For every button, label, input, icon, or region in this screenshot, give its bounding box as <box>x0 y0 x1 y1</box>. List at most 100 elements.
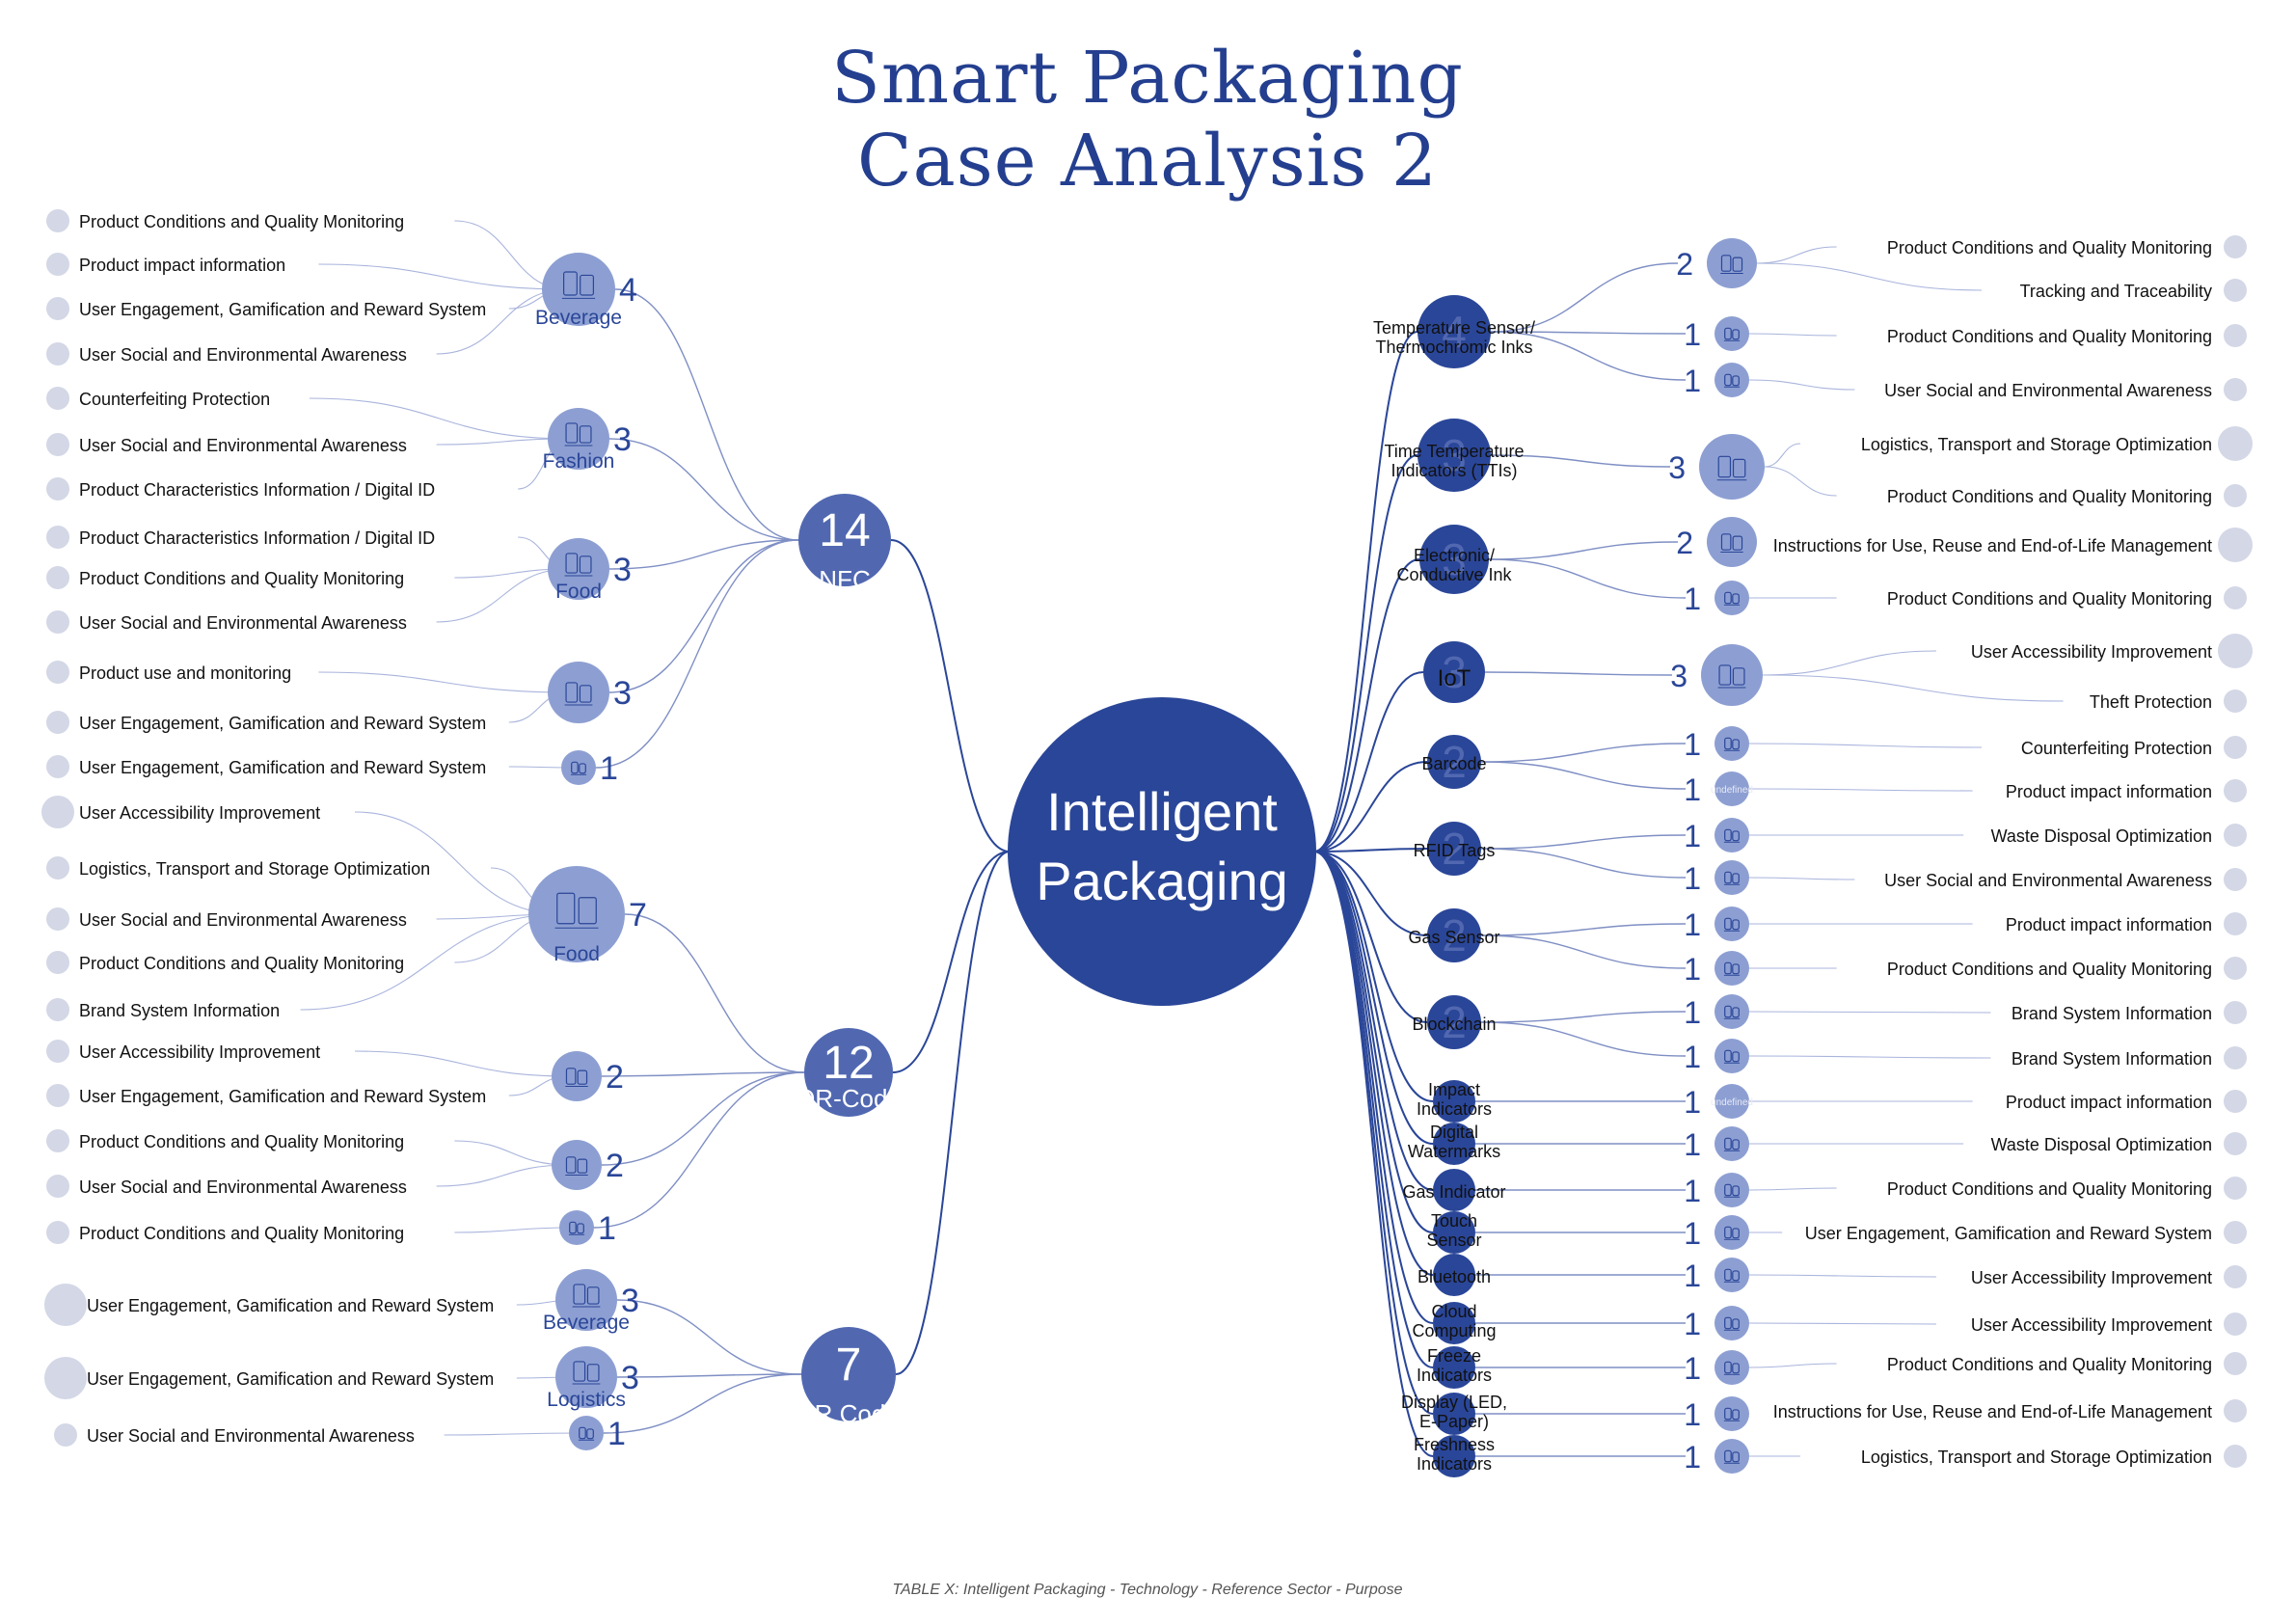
line-sector-to-purpose <box>1764 466 1837 497</box>
purpose-dot <box>2224 1352 2247 1375</box>
tech-node-right <box>1423 641 1485 703</box>
sector-count: 1 <box>1684 819 1701 853</box>
sector-count: 1 <box>1684 1440 1701 1475</box>
sector-node <box>548 538 609 600</box>
tech-label: Bluetooth <box>1418 1267 1491 1286</box>
sector-count: 1 <box>1684 1040 1701 1074</box>
line-purpose-to-sector <box>318 671 570 693</box>
line-center-to-ar code <box>895 851 1011 1375</box>
fashion-icon <box>564 422 593 447</box>
tech-node-right <box>1433 1169 1475 1211</box>
tech-count: 7 <box>836 1340 862 1391</box>
line-sector-to-purpose <box>1756 246 1837 264</box>
sector-count: 3 <box>613 552 632 588</box>
sector-count: 3 <box>1668 450 1686 485</box>
tech-node-right <box>1427 995 1481 1049</box>
sector-node <box>548 662 609 723</box>
sector-node <box>1714 316 1749 351</box>
purpose-label: Product Conditions and Quality Monitorin… <box>79 1132 404 1151</box>
tech-label: QR-Code <box>796 1084 902 1113</box>
line-center-to-tech <box>1313 558 1420 853</box>
tech-count: 3 <box>1442 534 1467 584</box>
tech-label-line-2: E-Paper) <box>1419 1412 1489 1431</box>
sector-node <box>1707 238 1757 288</box>
line-sector-to-purpose <box>1748 1011 1991 1014</box>
tech-label: NFC <box>819 565 870 594</box>
beverage-icon <box>1723 1226 1741 1240</box>
tech-count: 3 <box>1442 430 1467 480</box>
sector-label: Food <box>555 581 602 603</box>
sector-node <box>1701 644 1763 706</box>
undefined-icon: undefined <box>1711 1097 1753 1108</box>
purpose-dot <box>2224 779 2247 802</box>
sector-label: Beverage <box>543 1312 630 1334</box>
line-tech-to-sector <box>1490 454 1671 468</box>
purpose-dot <box>46 1084 69 1107</box>
sector-count: 3 <box>613 421 632 458</box>
purpose-dot <box>46 253 69 276</box>
tech-label-line-2: Watermarks <box>1408 1142 1500 1161</box>
purpose-dot <box>2224 957 2247 980</box>
purpose-label: Product Conditions and Quality Monitorin… <box>79 954 404 973</box>
purpose-label: User Social and Environmental Awareness <box>79 345 407 365</box>
tech-label-line-1: Touch <box>1431 1211 1477 1231</box>
logistics-icon <box>1723 961 1741 976</box>
tech-label-line-2: Indicators (TTIs) <box>1390 461 1517 480</box>
purpose-label: Product impact information <box>2006 915 2212 934</box>
sector-count: 1 <box>1684 1397 1701 1432</box>
sector-count: 7 <box>629 897 647 934</box>
purpose-dot <box>46 297 69 320</box>
sector-node <box>1714 1350 1749 1385</box>
purpose-label: Logistics, Transport and Storage Optimiz… <box>1861 435 2212 454</box>
purpose-label: User Accessibility Improvement <box>1971 1268 2212 1287</box>
purpose-label: Brand System Information <box>2012 1004 2212 1023</box>
sector-label: Beverage <box>535 307 622 329</box>
tech-label-line-1: Digital <box>1430 1123 1478 1142</box>
purpose-dot <box>2224 1445 2247 1468</box>
sector-count: 1 <box>1684 317 1701 352</box>
fashion-icon <box>1723 871 1741 885</box>
sector-count: 1 <box>1684 861 1701 896</box>
line-purpose-to-sector <box>318 263 568 290</box>
tech-label-line-1: Display (LED, <box>1401 1393 1507 1412</box>
line-sector-to-purpose <box>1762 650 1937 676</box>
purpose-dot <box>46 566 69 589</box>
sector-count: 3 <box>613 675 632 712</box>
purpose-label: Product Conditions and Quality Monitorin… <box>1887 960 2212 979</box>
beverage-icon <box>1723 373 1741 388</box>
purpose-dot <box>46 387 69 410</box>
purpose-dot <box>44 1357 87 1399</box>
center-node <box>1008 697 1316 1006</box>
sector-count: 1 <box>1684 995 1701 1030</box>
recycle-icon <box>1723 828 1741 843</box>
sector-node <box>552 1051 602 1101</box>
sector-node <box>555 1346 617 1408</box>
tech-label-line-1: Freeze <box>1427 1346 1481 1366</box>
line-sector-to-purpose <box>1748 788 1973 792</box>
tech-label-line-2: Indicators <box>1417 1366 1492 1385</box>
line-sector-to-tech <box>616 1373 802 1378</box>
title-line-1: Smart Packaging <box>831 37 1464 120</box>
purpose-label: Product use and monitoring <box>79 663 291 683</box>
sector-count: 3 <box>621 1360 639 1396</box>
bottles-icon <box>1717 664 1746 689</box>
line-center-to-tech <box>1313 851 1428 936</box>
purpose-dot <box>2224 868 2247 891</box>
beverage-icon <box>1723 1049 1741 1064</box>
tech-count: 4 <box>1442 307 1467 357</box>
line-sector-to-tech <box>608 539 799 570</box>
purpose-label: Product Conditions and Quality Monitorin… <box>79 212 404 231</box>
purpose-label: User Social and Environmental Awareness <box>1884 381 2212 400</box>
tech-label: IoT <box>1438 665 1472 691</box>
title-line-2: Case Analysis 2 <box>857 120 1438 203</box>
food-bag-icon <box>1716 455 1747 481</box>
purpose-dot <box>2224 235 2247 258</box>
logistics-icon <box>1723 327 1741 341</box>
purpose-label: Brand System Information <box>79 1001 280 1020</box>
purpose-dot <box>2224 736 2247 759</box>
purpose-label: Product Conditions and Quality Monitorin… <box>79 1224 404 1243</box>
line-sector-to-purpose <box>1748 877 1855 880</box>
sector-node <box>569 1416 604 1450</box>
purpose-label: Brand System Information <box>2012 1049 2212 1069</box>
